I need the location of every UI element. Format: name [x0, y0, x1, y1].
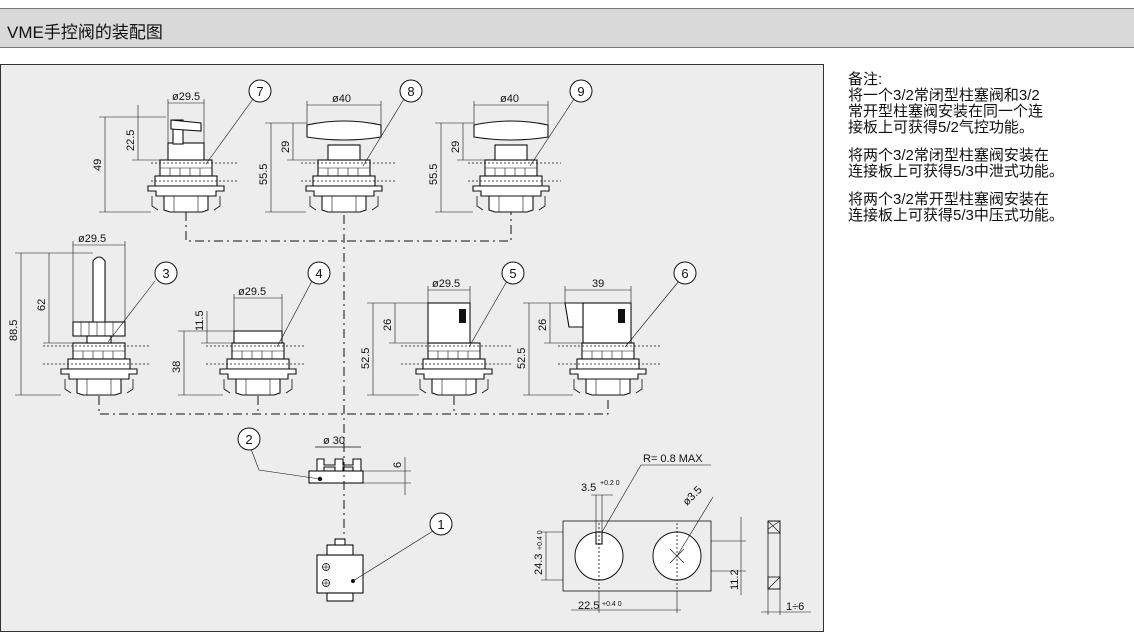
svg-text:ø29.5: ø29.5 — [78, 233, 106, 245]
callout-1: 1 — [429, 512, 453, 536]
callout-8: 8 — [399, 79, 423, 103]
drawing-canvas: 7 8 9 3 4 5 6 2 1 ø29.5 22.5 49 ø40 29 5… — [8, 79, 811, 615]
svg-text:52.5: 52.5 — [360, 348, 372, 369]
svg-text:38: 38 — [171, 361, 183, 373]
svg-text:62: 62 — [36, 299, 48, 311]
callout-6: 6 — [673, 261, 697, 285]
svg-text:39: 39 — [592, 278, 604, 290]
note-paragraph: 将两个3/2常开型柱塞阀安装在 连接板上可获得5/3中压式功能。 — [848, 191, 1064, 224]
svg-text:29: 29 — [450, 141, 462, 153]
svg-text:3: 3 — [162, 266, 169, 281]
assembly-8 — [301, 120, 396, 213]
svg-text:ø29.5: ø29.5 — [172, 91, 200, 103]
notes-panel: 备注: 将一个3/2常闭型柱塞阀和3/2 常开型柱塞阀安装在同一个连 接板上可获… — [848, 72, 1133, 236]
svg-text:11.5: 11.5 — [194, 310, 206, 331]
callout-3: 3 — [154, 261, 178, 285]
svg-text:7: 7 — [256, 84, 263, 99]
svg-text:6: 6 — [392, 462, 404, 468]
assembly-6 — [558, 302, 661, 396]
svg-text:26: 26 — [537, 319, 549, 331]
callout-7: 7 — [248, 79, 272, 103]
svg-text:49: 49 — [92, 159, 104, 171]
dimension-lines — [15, 99, 632, 396]
valve-body-1 — [316, 538, 364, 602]
svg-text:52.5: 52.5 — [516, 348, 528, 369]
svg-text:24.3: 24.3 — [533, 554, 545, 575]
svg-text:1÷6: 1÷6 — [786, 601, 804, 613]
assembly-drawing: 7 8 9 3 4 5 6 2 1 ø29.5 22.5 49 ø40 29 5… — [0, 64, 824, 632]
assembly-4 — [206, 330, 306, 396]
svg-text:8: 8 — [407, 84, 414, 99]
svg-text:6: 6 — [681, 266, 688, 281]
note-paragraph: 将一个3/2常闭型柱塞阀和3/2 常开型柱塞阀安装在同一个连 接板上可获得5/2… — [848, 87, 1044, 136]
svg-text:+0.4 0: +0.4 0 — [602, 601, 622, 608]
svg-text:ø3.5: ø3.5 — [681, 484, 705, 508]
svg-text:11.2: 11.2 — [729, 569, 741, 590]
svg-text:ø 30: ø 30 — [323, 435, 345, 447]
callout-9: 9 — [569, 79, 593, 103]
assembly-3 — [43, 256, 149, 396]
leader-lines — [107, 98, 680, 582]
page-title: VME手控阀的装配图 — [7, 23, 163, 42]
title-bar: VME手控阀的装配图 — [0, 8, 1134, 48]
svg-text:26: 26 — [382, 319, 394, 331]
svg-text:ø40: ø40 — [500, 93, 519, 105]
svg-text:22.5: 22.5 — [578, 600, 599, 612]
assembly-5 — [401, 302, 511, 396]
svg-text:R= 0.8 MAX: R= 0.8 MAX — [643, 453, 703, 465]
svg-text:4: 4 — [315, 266, 322, 281]
svg-text:ø29.5: ø29.5 — [432, 278, 460, 290]
svg-text:55.5: 55.5 — [258, 164, 270, 185]
callout-2: 2 — [237, 427, 261, 451]
note-paragraph: 将两个3/2常闭型柱塞阀安装在 连接板上可获得5/3中泄式功能。 — [848, 147, 1064, 180]
callout-5: 5 — [501, 261, 525, 285]
svg-text:55.5: 55.5 — [428, 164, 440, 185]
panel-cutout — [541, 464, 811, 615]
svg-text:ø40: ø40 — [332, 93, 351, 105]
svg-text:88.5: 88.5 — [8, 320, 20, 341]
svg-text:22.5: 22.5 — [125, 130, 137, 151]
svg-text:ø29.5: ø29.5 — [238, 286, 266, 298]
svg-text:29: 29 — [280, 141, 292, 153]
svg-text:3.5: 3.5 — [581, 482, 596, 494]
svg-text:9: 9 — [577, 84, 584, 99]
svg-text:+0.2 0: +0.2 0 — [600, 480, 620, 487]
svg-text:+0.4 0: +0.4 0 — [537, 530, 544, 550]
connection-plate-2 — [308, 446, 411, 495]
svg-text:2: 2 — [245, 432, 252, 447]
assembly-7 — [147, 119, 238, 213]
svg-text:1: 1 — [437, 517, 444, 532]
svg-text:5: 5 — [509, 266, 516, 281]
notes-heading: 备注: — [848, 71, 883, 88]
assembly-9 — [468, 120, 561, 213]
callout-4: 4 — [307, 261, 331, 285]
